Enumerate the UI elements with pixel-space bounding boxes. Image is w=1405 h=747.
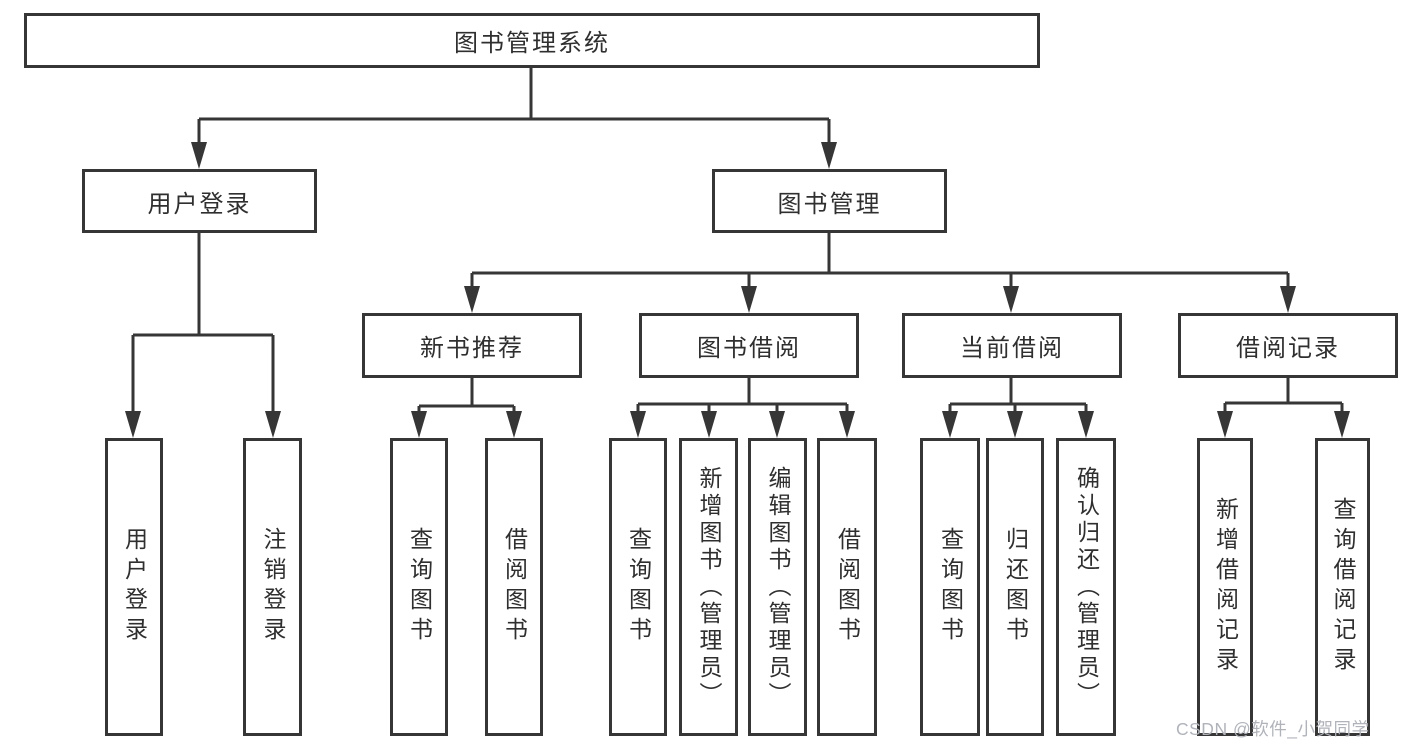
node-book-borrowing-label: 图书借阅 <box>697 335 801 362</box>
leaf-add-borrow-record: 新增借阅记录 <box>1197 438 1253 736</box>
leaf-borrow-books-recommend-label: 借阅图书 <box>501 527 528 647</box>
leaf-user-login: 用户登录 <box>105 438 163 736</box>
leaf-query-books-recommend-label: 查询图书 <box>406 527 433 647</box>
node-book-management: 图书管理 <box>712 169 947 233</box>
node-user-login-label: 用户登录 <box>147 190 252 218</box>
leaf-query-books-current-label: 查询图书 <box>937 527 964 647</box>
node-root-label: 图书管理系统 <box>454 30 610 57</box>
leaf-add-book-admin-label: 新增图书（管理员） <box>696 465 722 709</box>
leaf-borrow-books-borrowing-label: 借阅图书 <box>834 527 861 647</box>
leaf-query-books-borrowing-label: 查询图书 <box>625 527 652 647</box>
node-current-borrowing-label: 当前借阅 <box>960 335 1064 362</box>
node-root: 图书管理系统 <box>24 13 1040 68</box>
leaf-add-borrow-record-label: 新增借阅记录 <box>1212 497 1239 677</box>
leaf-edit-book-admin: 编辑图书（管理员） <box>748 438 807 736</box>
node-new-book-recommend-label: 新书推荐 <box>420 335 524 362</box>
leaf-query-borrow-record-label: 查询借阅记录 <box>1330 497 1356 677</box>
node-current-borrowing: 当前借阅 <box>902 313 1122 378</box>
leaf-edit-book-admin-label: 编辑图书（管理员） <box>765 465 791 709</box>
leaf-return-books-label: 归还图书 <box>1002 527 1029 647</box>
leaf-add-book-admin: 新增图书（管理员） <box>679 438 738 736</box>
leaf-query-books-borrowing: 查询图书 <box>609 438 667 736</box>
node-book-borrowing: 图书借阅 <box>639 313 859 378</box>
leaf-confirm-return-admin: 确认归还（管理员） <box>1056 438 1116 736</box>
leaf-logout: 注销登录 <box>243 438 302 736</box>
leaf-confirm-return-admin-label: 确认归还（管理员） <box>1073 465 1100 709</box>
node-borrowing-records: 借阅记录 <box>1178 313 1398 378</box>
leaf-query-books-recommend: 查询图书 <box>390 438 448 736</box>
node-new-book-recommend: 新书推荐 <box>362 313 582 378</box>
node-user-login: 用户登录 <box>82 169 317 233</box>
leaf-user-login-label: 用户登录 <box>121 527 148 647</box>
leaf-query-books-current: 查询图书 <box>920 438 980 736</box>
leaf-return-books: 归还图书 <box>986 438 1044 736</box>
leaf-borrow-books-recommend: 借阅图书 <box>485 438 543 736</box>
csdn-watermark-text: CSDN @软件_小贺同学 <box>1176 719 1370 739</box>
leaf-query-borrow-record: 查询借阅记录 <box>1315 438 1370 736</box>
node-book-management-label: 图书管理 <box>777 190 882 218</box>
node-borrowing-records-label: 借阅记录 <box>1236 335 1340 362</box>
leaf-logout-label: 注销登录 <box>260 527 286 647</box>
leaf-borrow-books-borrowing: 借阅图书 <box>817 438 877 736</box>
csdn-watermark: CSDN @软件_小贺同学 <box>1176 716 1369 741</box>
